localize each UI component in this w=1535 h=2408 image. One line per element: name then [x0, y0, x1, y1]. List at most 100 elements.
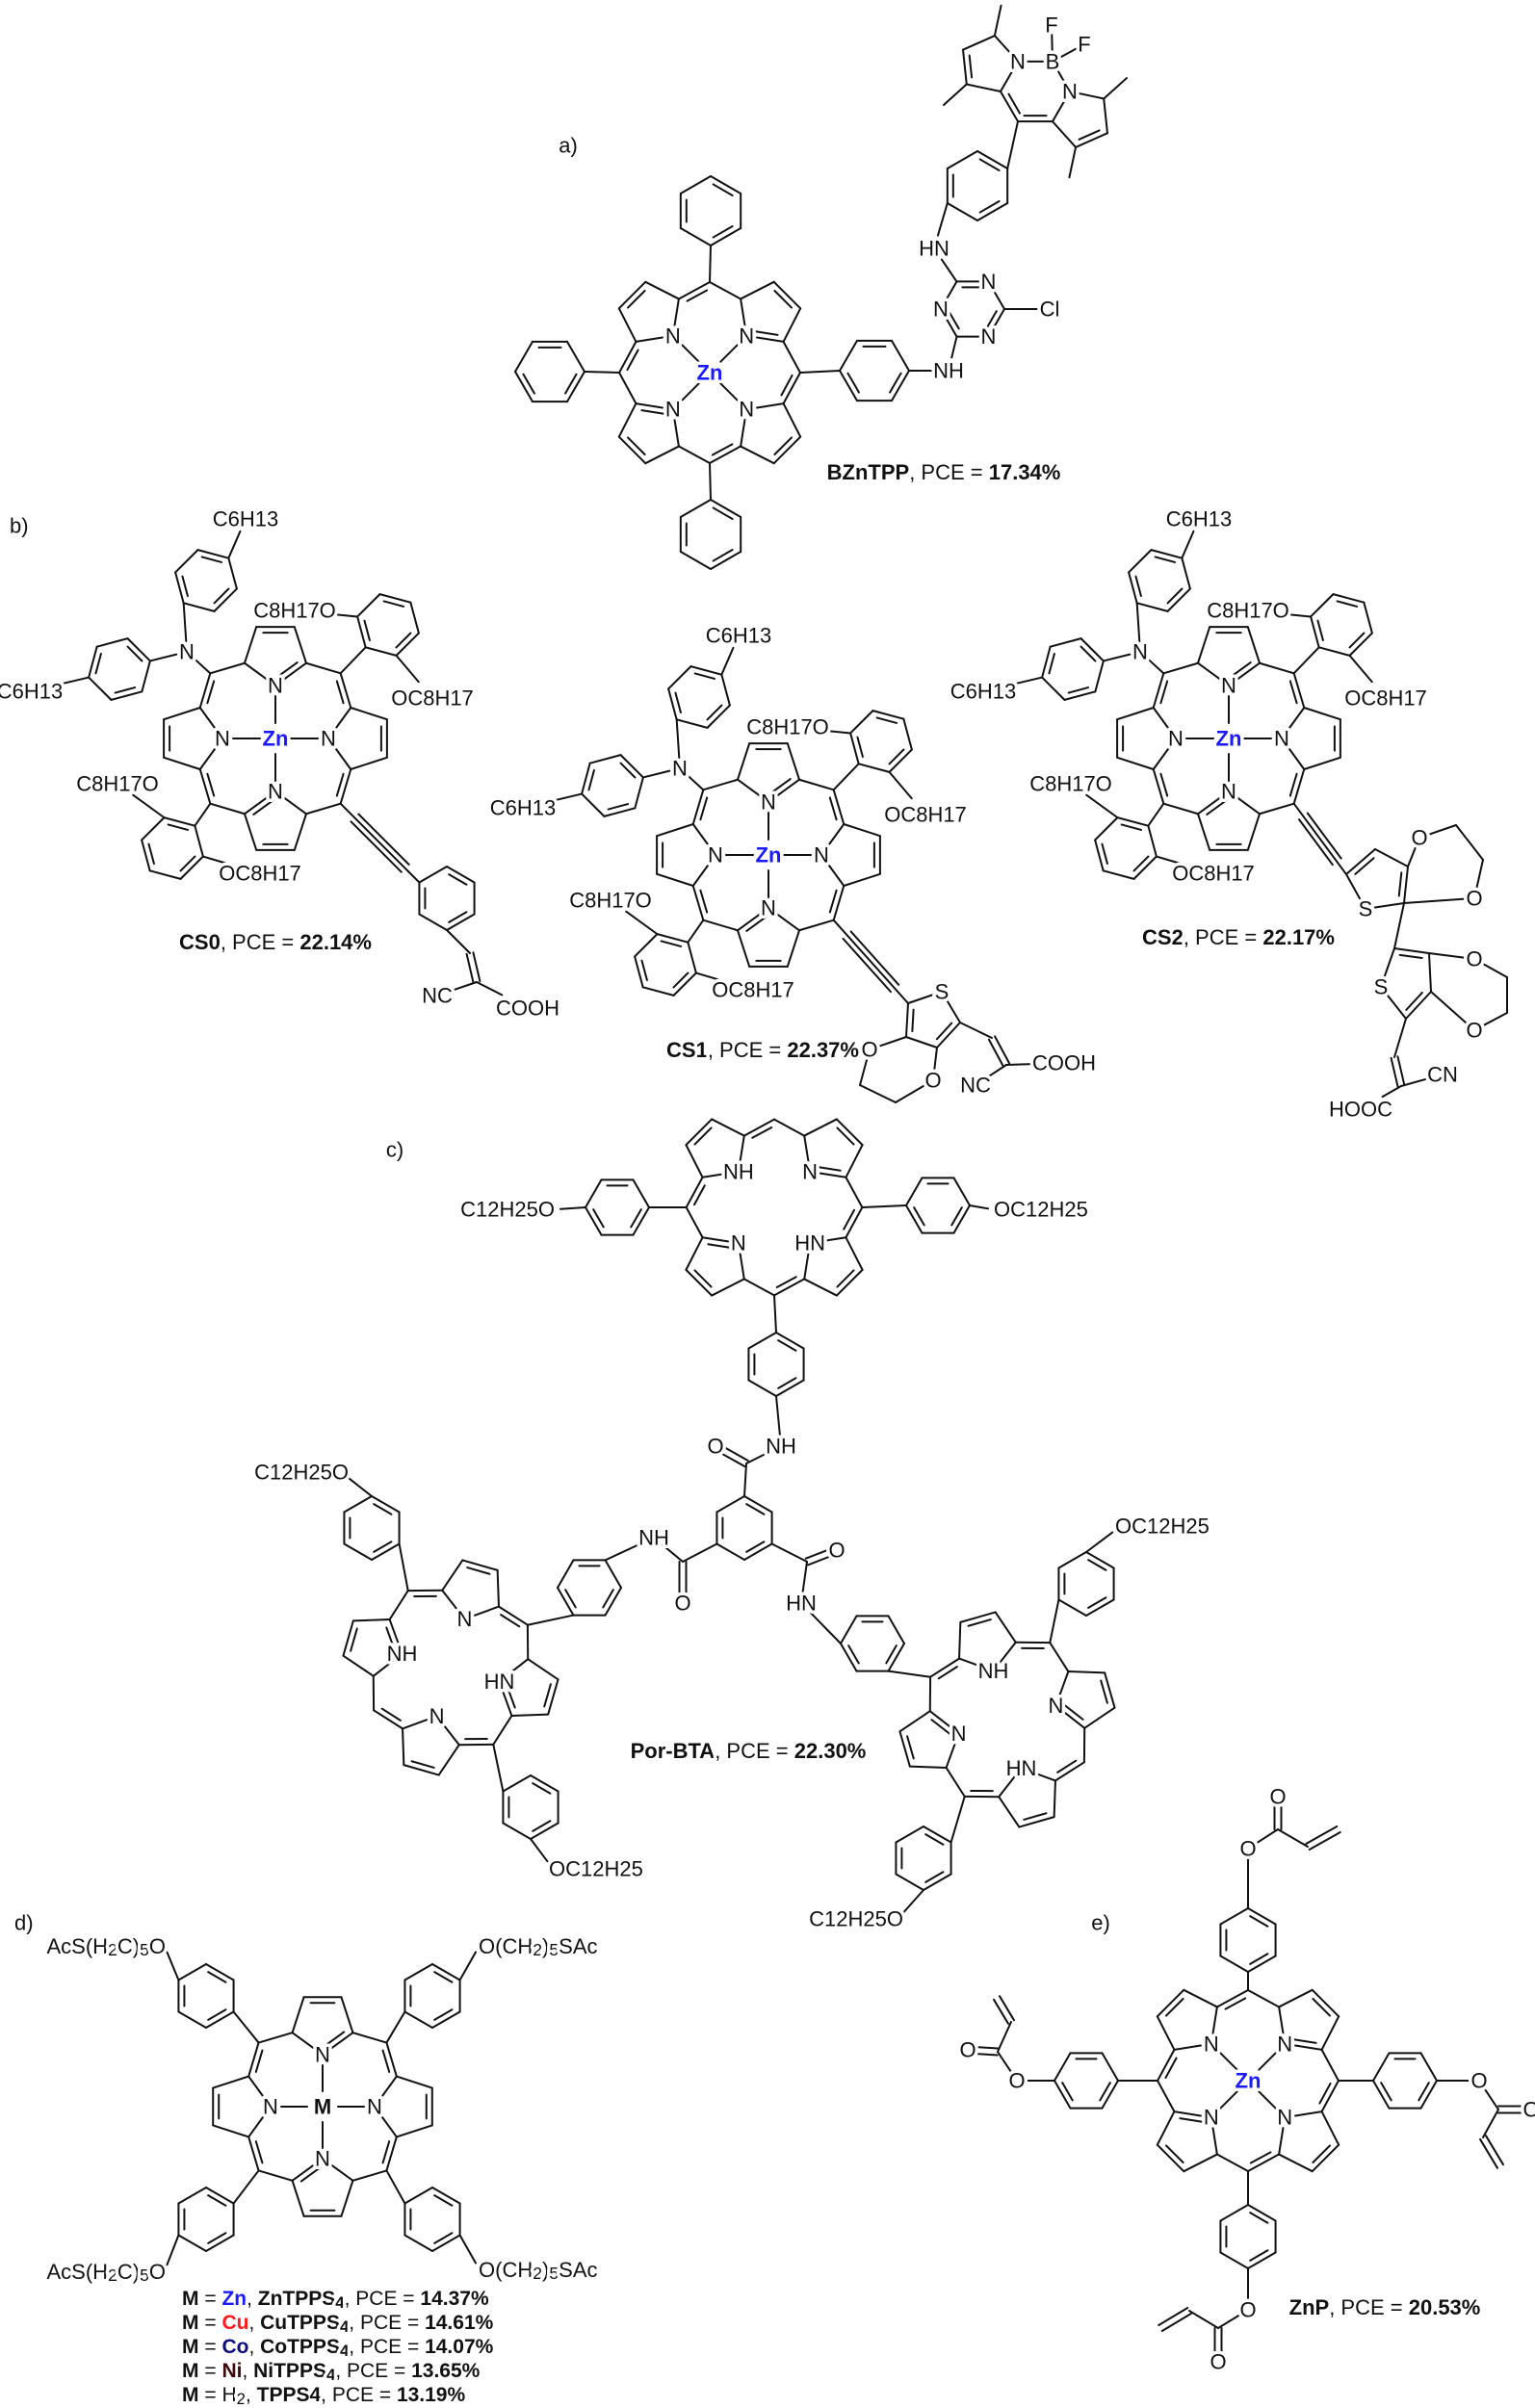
- bond: [1478, 2137, 1498, 2169]
- bond: [685, 1176, 704, 1208]
- bond: [742, 1278, 775, 1297]
- bond: [276, 661, 299, 678]
- bond: [403, 2234, 433, 2252]
- bond: [1292, 646, 1320, 675]
- bond: [163, 756, 201, 771]
- bond: [247, 2041, 260, 2078]
- bond: [398, 1542, 409, 1592]
- bond: [626, 289, 646, 309]
- bond: [409, 601, 420, 634]
- bond: [451, 981, 478, 992]
- bond: [243, 626, 258, 664]
- thiophene-sulfur-label: S: [935, 980, 950, 1004]
- bond: [1087, 1596, 1107, 1609]
- bond: [978, 200, 1001, 214]
- bond: [1317, 646, 1351, 657]
- bond: [431, 2234, 461, 2252]
- bond: [342, 1654, 375, 1677]
- bond: [1219, 1907, 1249, 1926]
- bond: [888, 748, 913, 773]
- bond: [836, 1269, 855, 1288]
- bond: [987, 1038, 1004, 1068]
- alkoxy-chain-label: OC12H25: [1115, 1515, 1210, 1539]
- bond: [247, 2075, 266, 2100]
- bond: [745, 1503, 766, 1515]
- bond: [711, 1278, 745, 1297]
- alkoxy-chain-label: C8H17O: [1207, 599, 1289, 623]
- panel-label-d: d): [14, 1911, 34, 1935]
- metal-name: Cu: [221, 2312, 248, 2334]
- alkoxy-chain-label: OC8H17: [1172, 862, 1255, 886]
- bond: [994, 1611, 1017, 1644]
- bond: [1183, 1988, 1218, 2008]
- equals-sign: =: [199, 2288, 222, 2310]
- bond: [1132, 855, 1158, 880]
- bond: [861, 1204, 907, 1208]
- pyrrole-nitrogen-label: N: [1168, 727, 1184, 751]
- equals-sign: =: [199, 2360, 222, 2382]
- bond: [1099, 2082, 1111, 2102]
- bond: [775, 913, 801, 932]
- bond: [1298, 818, 1334, 867]
- bond: [640, 959, 648, 982]
- bond: [997, 2021, 1012, 2053]
- bond: [1483, 2087, 1499, 2110]
- bond: [872, 710, 905, 720]
- bond: [1067, 1670, 1106, 1674]
- bond: [1132, 855, 1150, 872]
- bond: [381, 2049, 391, 2073]
- bond: [711, 1118, 745, 1137]
- pce-value: 14.61%: [425, 2312, 494, 2334]
- bond: [968, 54, 974, 79]
- bond: [356, 615, 367, 649]
- bond: [1373, 902, 1405, 909]
- bond: [1482, 2109, 1499, 2138]
- bond: [363, 619, 371, 642]
- bond: [179, 855, 204, 880]
- bond: [1054, 2080, 1072, 2110]
- bond: [826, 822, 846, 848]
- bond: [994, 1035, 1011, 1065]
- bond: [1023, 1812, 1048, 1821]
- bond: [1196, 626, 1211, 664]
- bond: [1419, 2052, 1438, 2082]
- bond: [350, 820, 403, 873]
- bond: [177, 2010, 207, 2029]
- bond: [701, 1172, 730, 1178]
- pyrrole-nitrogen-label: N: [1274, 727, 1289, 751]
- bond: [472, 951, 481, 983]
- bond: [743, 1463, 747, 1497]
- bond: [385, 2041, 398, 2078]
- hexyl-chain-label: C6H13: [1166, 507, 1232, 531]
- pyrrole-nitrogen-label: N: [1204, 2106, 1219, 2130]
- compound-name: BZnTPP: [827, 460, 910, 484]
- bond: [379, 2113, 398, 2138]
- bond: [859, 1084, 897, 1103]
- bond: [182, 602, 188, 643]
- bond: [839, 339, 858, 372]
- bond: [839, 370, 858, 402]
- bond: [1246, 626, 1262, 664]
- bond: [693, 672, 716, 680]
- bond: [333, 706, 352, 732]
- bond: [585, 1178, 603, 1208]
- bond: [1116, 756, 1155, 771]
- bond: [832, 919, 909, 1004]
- bond: [257, 2169, 294, 2182]
- bond: [166, 2234, 180, 2266]
- bond: [382, 600, 405, 608]
- bond: [1083, 1706, 1116, 1729]
- metal-center-label: Zn: [756, 843, 782, 867]
- bond: [694, 971, 723, 982]
- metal-symbol: M: [182, 2288, 199, 2310]
- bond: [720, 1452, 746, 1468]
- bond: [1400, 1077, 1429, 1087]
- bond: [849, 930, 900, 986]
- bond: [340, 2179, 354, 2217]
- bond: [1164, 2057, 1178, 2080]
- bond: [566, 371, 585, 403]
- pce-label: , PCE =: [349, 2336, 425, 2358]
- bond: [1085, 793, 1119, 819]
- pce-label: , PCE =: [708, 1038, 788, 1062]
